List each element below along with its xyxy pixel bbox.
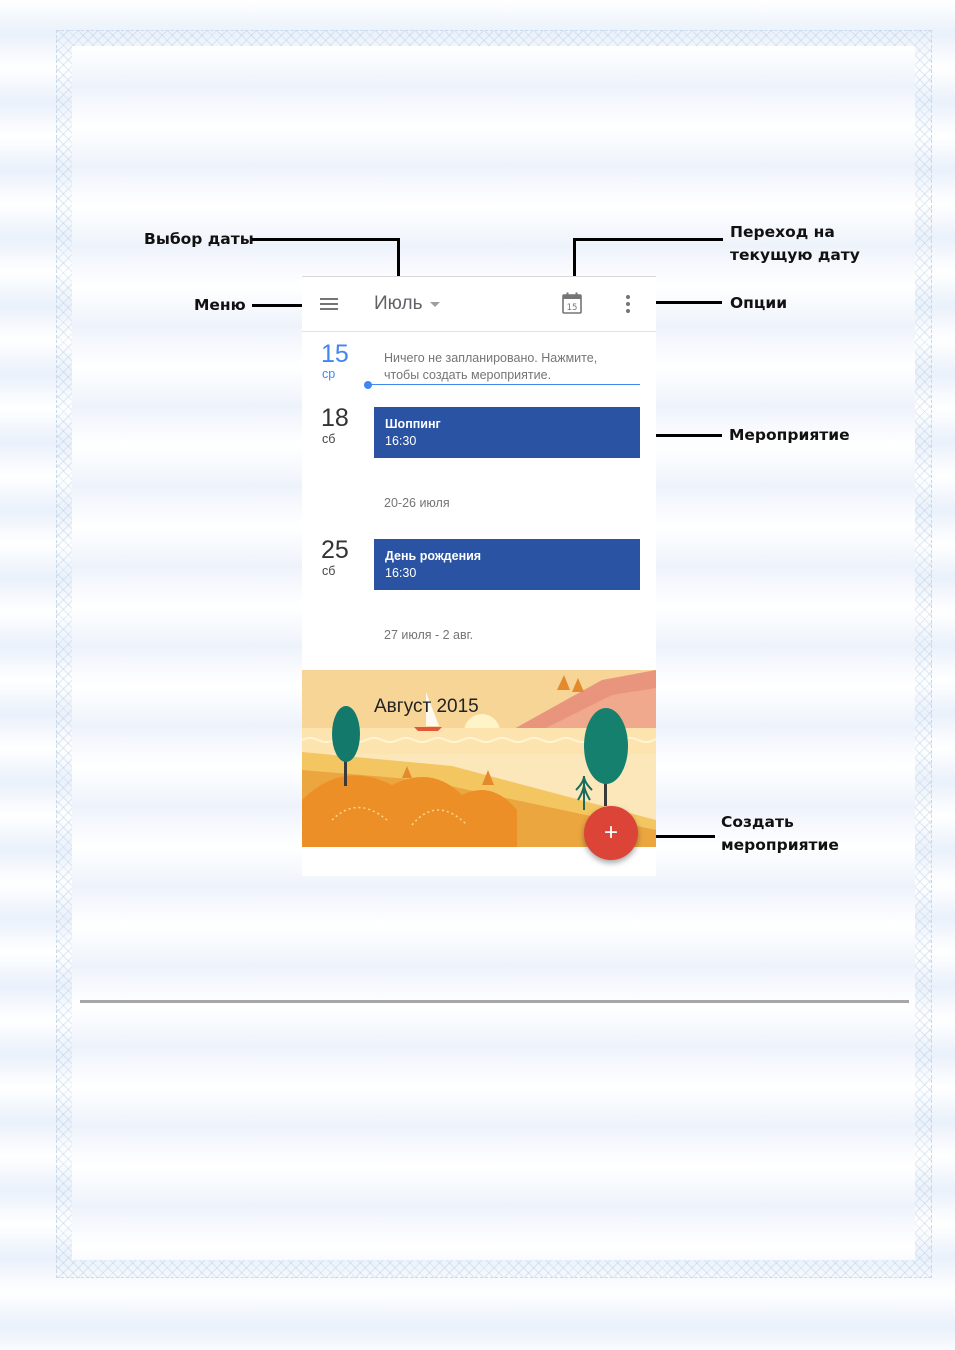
weekday-today: ср (322, 367, 336, 381)
menu-icon[interactable] (320, 298, 338, 310)
event-card-birthday[interactable]: День рождения 16:30 (374, 539, 640, 590)
event-time: 16:30 (385, 434, 417, 448)
app-toolbar: Июль 15 (302, 276, 656, 332)
week-range-header: 27 июля - 2 авг. (384, 628, 474, 642)
day-number-today: 15 (321, 340, 349, 368)
month-banner-title: Август 2015 (374, 696, 479, 717)
leader-date-picker-h (252, 238, 400, 241)
more-vert-icon[interactable] (626, 295, 630, 313)
add-icon: + (603, 819, 618, 846)
leader-options (630, 301, 722, 304)
label-date-picker: Выбор даты (144, 230, 254, 248)
calendar-today-icon-day: 15 (567, 303, 578, 313)
event-title: Шоппинг (385, 417, 441, 431)
label-create-event-line2: мероприятие (721, 836, 839, 854)
event-time: 16:30 (385, 566, 417, 580)
event-card-shopping[interactable]: Шоппинг 16:30 (374, 407, 640, 458)
weekday: сб (322, 432, 336, 446)
leader-date-picker-v (397, 238, 400, 290)
label-create-event-line1: Создать (721, 813, 794, 831)
week-range-header: 20-26 июля (384, 496, 450, 510)
create-event-button[interactable]: + (584, 806, 638, 860)
current-time-dot (364, 381, 372, 389)
label-go-today-line2: текущую дату (730, 246, 860, 264)
empty-message-line2: чтобы создать мероприятие. (384, 367, 552, 382)
day-number: 18 (321, 404, 349, 432)
month-picker[interactable]: Июль (374, 291, 441, 317)
leader-go-today-v (573, 238, 576, 289)
event-title: День рождения (385, 549, 482, 563)
label-menu: Меню (194, 296, 246, 314)
leader-create-event (612, 835, 715, 838)
empty-day-message[interactable]: Ничего не запланировано. Нажмите, чтобы … (384, 350, 646, 383)
label-go-today-line1: Переход на (730, 223, 835, 241)
weekday: сб (322, 564, 336, 578)
horizontal-rule (80, 1000, 909, 1003)
calendar-app-screen: Июль 15 15 ср Ничего не запланировано. Н… (302, 276, 656, 876)
dropdown-arrow-icon (430, 301, 441, 307)
leader-event (628, 434, 722, 437)
calendar-today-icon[interactable]: 15 (562, 292, 582, 314)
day-number: 25 (321, 536, 349, 564)
current-time-line (370, 384, 640, 385)
leader-menu (252, 304, 336, 307)
month-label: Июль (374, 293, 423, 314)
leader-go-today-h (573, 238, 723, 241)
label-options: Опции (730, 294, 788, 312)
empty-message-line1: Ничего не запланировано. Нажмите, (384, 351, 598, 365)
label-event: Мероприятие (729, 426, 850, 444)
